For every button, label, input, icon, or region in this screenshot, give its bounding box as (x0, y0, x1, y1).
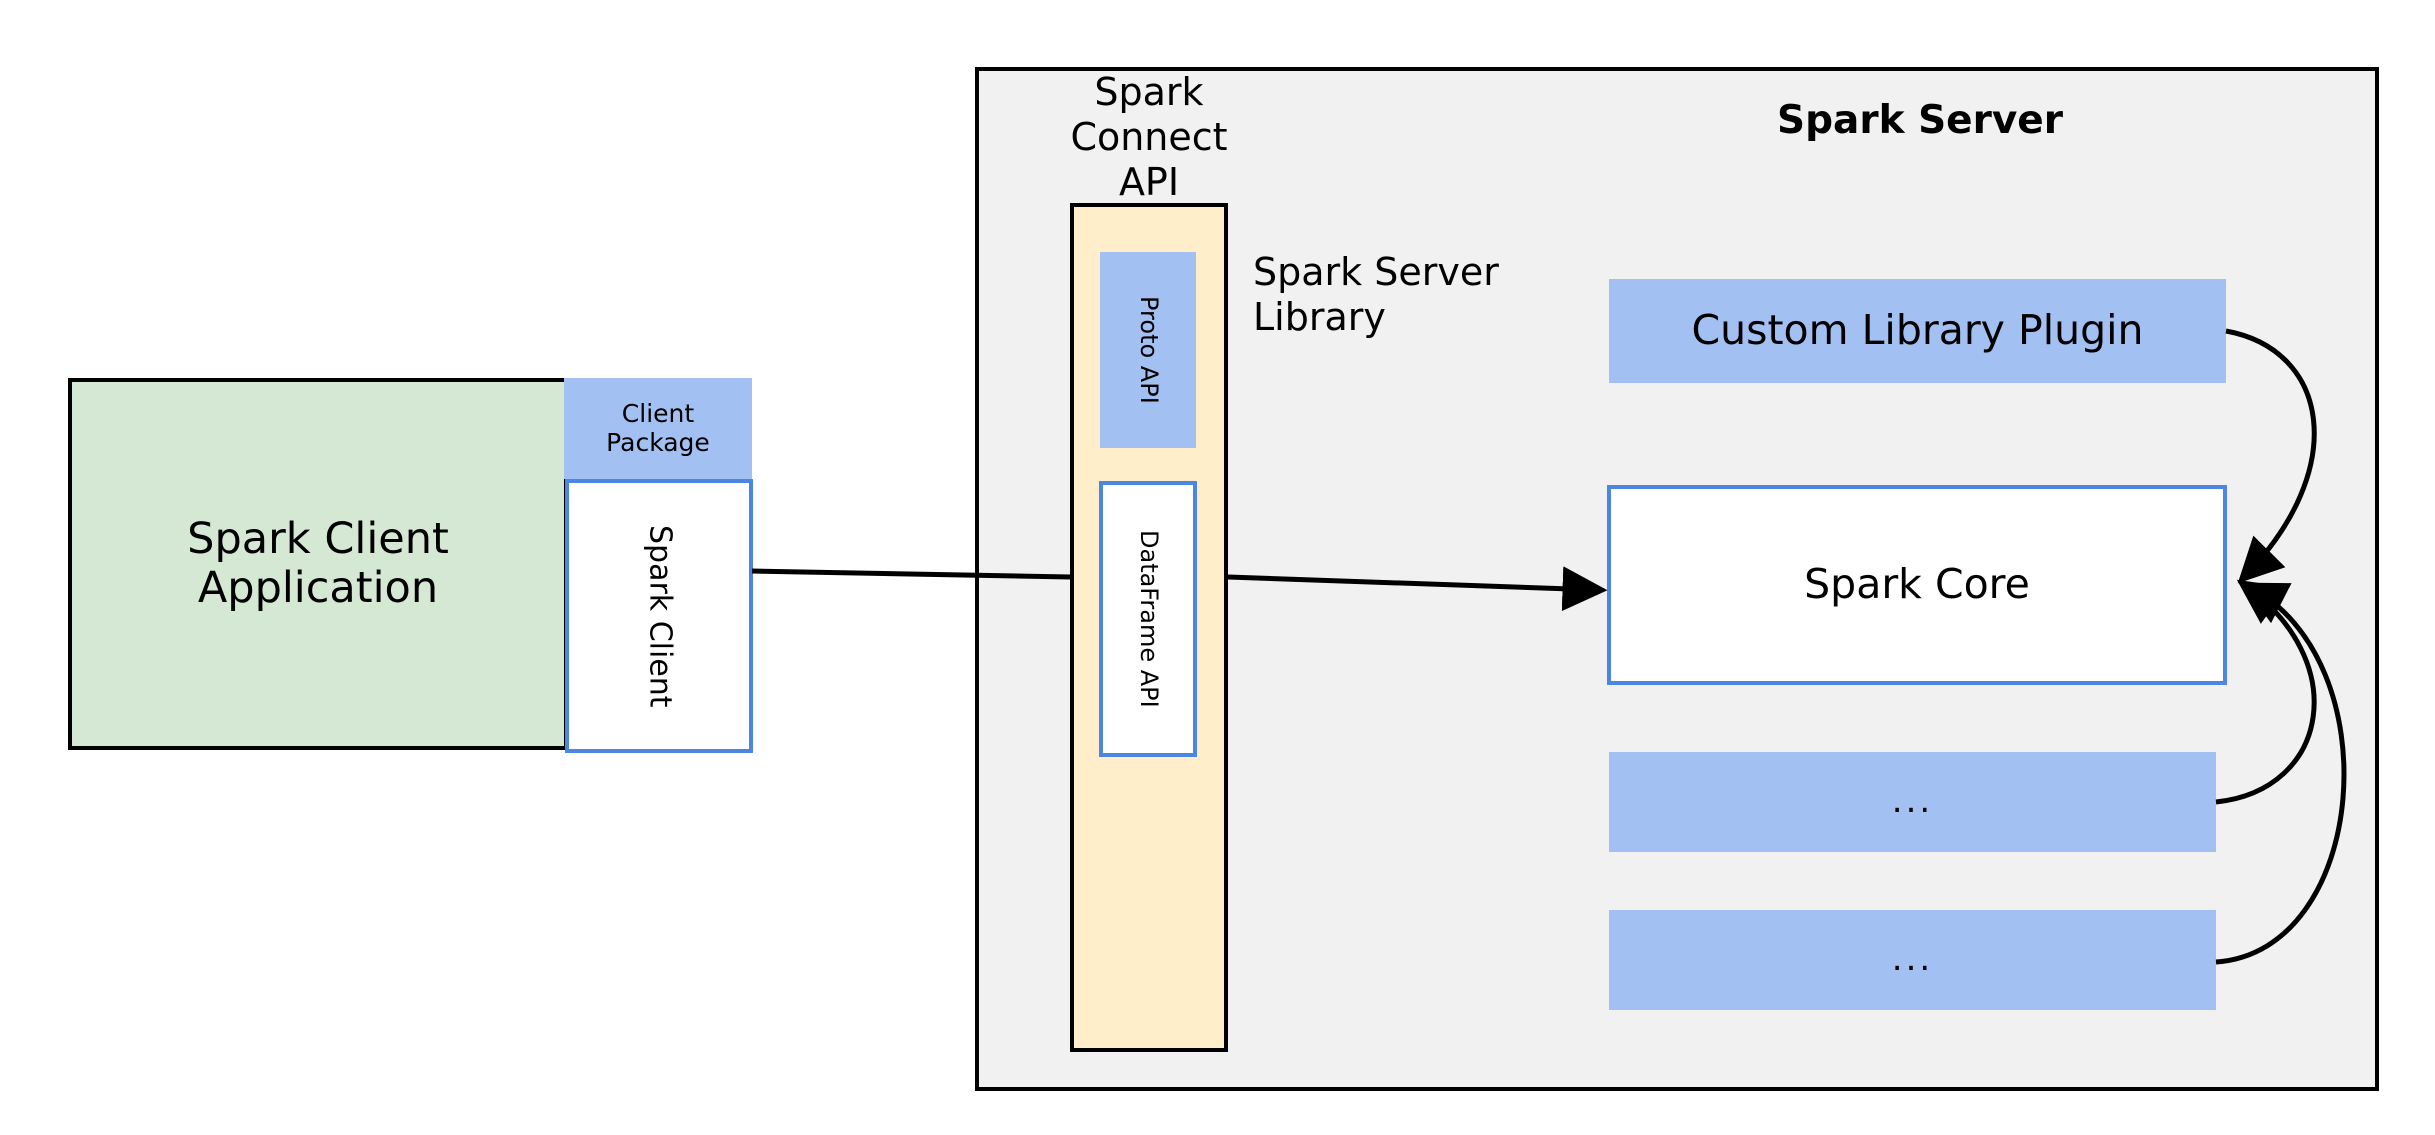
client-package-label: Client Package (606, 398, 710, 457)
proto-api-label: Proto API (1134, 296, 1163, 404)
dataframe-api-label: DataFrame API (1134, 530, 1163, 708)
spark-core-box[interactable]: Spark Core (1607, 485, 2227, 685)
client-package-box[interactable]: Client Package (564, 378, 752, 479)
ellipsis-box-1[interactable]: ... (1609, 752, 2216, 852)
custom-library-plugin-label: Custom Library Plugin (1691, 306, 2144, 355)
ellipsis-box-2[interactable]: ... (1609, 910, 2216, 1010)
custom-library-plugin-box[interactable]: Custom Library Plugin (1609, 279, 2226, 383)
proto-api-box[interactable]: Proto API (1100, 252, 1196, 448)
spark-client-application-label: Spark Client Application (187, 513, 449, 613)
spark-connect-api-label: Spark Connect API (1070, 70, 1228, 204)
spark-server-title: Spark Server (1777, 98, 2063, 143)
spark-client-box[interactable]: Spark Client (565, 479, 753, 753)
spark-client-label: Spark Client (642, 524, 678, 708)
dataframe-api-box[interactable]: DataFrame API (1099, 481, 1197, 757)
ellipsis-box-2-label: ... (1891, 939, 1934, 980)
ellipsis-box-1-label: ... (1891, 781, 1934, 822)
spark-server-library-label: Spark Server Library (1253, 250, 1499, 339)
spark-client-application-box[interactable]: Spark Client Application (68, 378, 568, 750)
spark-core-label: Spark Core (1804, 560, 2030, 609)
